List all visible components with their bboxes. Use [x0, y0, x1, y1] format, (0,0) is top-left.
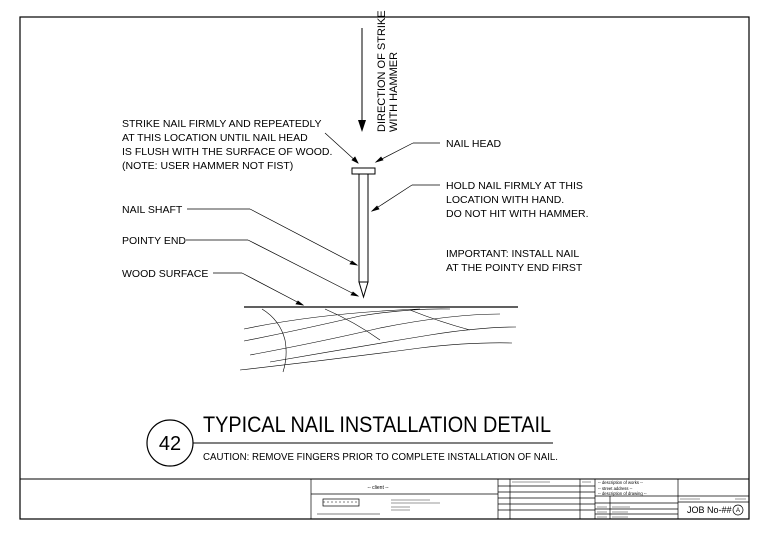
fine-print — [391, 481, 746, 518]
sheet-border — [19, 16, 750, 520]
wood-surface-label: WOOD SURFACE — [122, 268, 208, 280]
nail-head-label: NAIL HEAD — [446, 138, 501, 150]
nail-shaft-label: NAIL SHAFT — [122, 204, 183, 216]
leader-lines — [186, 132, 440, 306]
strike-note: STRIKE NAIL FIRMLY AND REPEATEDLY AT THI… — [122, 118, 332, 172]
direction-label-line2: WITH HAMMER — [388, 52, 400, 132]
hold-note-line: DO NOT HIT WITH HAMMER. — [446, 208, 589, 220]
hold-note: HOLD NAIL FIRMLY AT THIS LOCATION WITH H… — [446, 180, 589, 220]
strike-direction-arrow — [358, 28, 366, 132]
strike-note-line: STRIKE NAIL FIRMLY AND REPEATEDLY — [122, 118, 322, 130]
nail-point — [358, 281, 369, 299]
job-number: JOB No-## — [687, 505, 732, 515]
works-description: -- description of works -- — [598, 480, 644, 485]
direction-label-line1: DIRECTION OF STRIKE — [376, 10, 388, 132]
important-note: IMPORTANT: INSTALL NAIL AT THE POINTY EN… — [446, 248, 583, 274]
revision-circle — [732, 504, 744, 516]
client-label: -- client -- — [367, 485, 388, 491]
street-address: -- street address -- — [598, 486, 633, 491]
detail-caution: CAUTION: REMOVE FINGERS PRIOR TO COMPLET… — [203, 451, 558, 463]
strike-note-line: IS FLUSH WITH THE SURFACE OF WOOD. — [122, 146, 332, 158]
strike-note-line: AT THIS LOCATION UNTIL NAIL HEAD — [122, 132, 308, 144]
title-block-grid — [310, 479, 749, 519]
pointy-end-label: POINTY END — [122, 235, 186, 247]
nail — [351, 167, 376, 299]
wood-grain — [239, 308, 517, 373]
detail-number: 42 — [159, 433, 181, 455]
nail-head — [351, 167, 376, 175]
detail-title: TYPICAL NAIL INSTALLATION DETAIL — [203, 412, 551, 437]
hold-note-line: HOLD NAIL FIRMLY AT THIS — [446, 180, 583, 192]
drawing-description: -- description of drawing -- — [598, 491, 647, 496]
important-note-line: IMPORTANT: INSTALL NAIL — [446, 248, 579, 260]
nail-shaft — [358, 173, 369, 283]
company-logo — [317, 498, 380, 515]
strike-note-line: (NOTE: USER HAMMER NOT FIST) — [122, 160, 293, 172]
hold-note-line: LOCATION WITH HAND. — [446, 194, 564, 206]
important-note-line: AT THE POINTY END FIRST — [446, 262, 583, 274]
revision-letter: A — [736, 508, 740, 514]
